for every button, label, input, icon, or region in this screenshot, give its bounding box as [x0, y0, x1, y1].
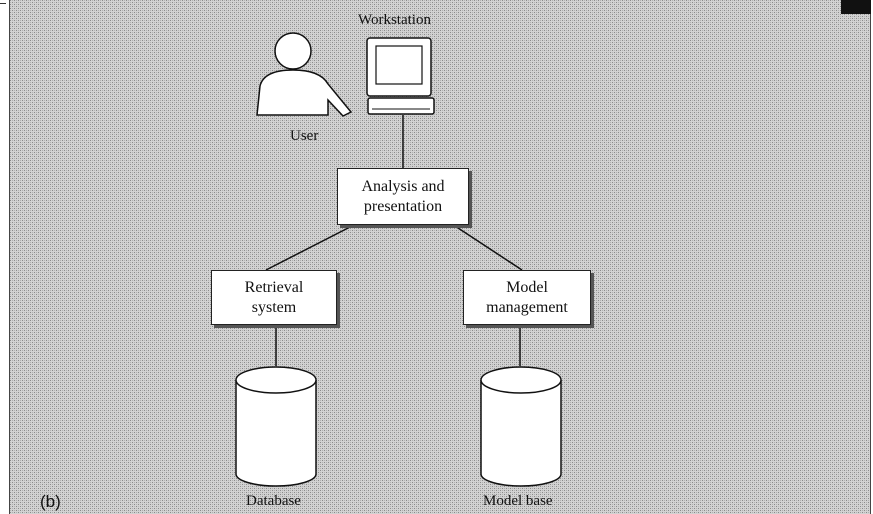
connector-lines — [265, 115, 523, 366]
retrieval-system-text: Retrieval system — [244, 278, 304, 316]
database-label: Database — [246, 493, 301, 509]
textured-background — [10, 0, 870, 514]
line-analysis-model — [454, 225, 523, 271]
edge-mark — [0, 3, 6, 4]
retrieval-system-box: Retrieval system — [211, 270, 337, 325]
model-management-box: Model management — [463, 270, 591, 325]
corner-mark — [841, 0, 871, 14]
database-cylinder-icon — [235, 366, 317, 487]
panel-label: (b) — [40, 492, 61, 511]
modelbase-label: Model base — [483, 493, 553, 509]
workstation-icon — [366, 37, 435, 115]
diagram-frame: Workstation User Analysis and presentati… — [9, 0, 871, 514]
diagram-canvas — [10, 0, 870, 514]
line-analysis-retrieval — [265, 225, 353, 271]
analysis-presentation-text: Analysis and presentation — [361, 177, 445, 215]
user-icon — [256, 32, 353, 117]
analysis-presentation-box: Analysis and presentation — [337, 168, 469, 225]
user-label: User — [290, 128, 319, 144]
model-management-text: Model management — [486, 278, 568, 316]
modelbase-cylinder-icon — [480, 366, 562, 487]
workstation-label: Workstation — [358, 12, 431, 28]
